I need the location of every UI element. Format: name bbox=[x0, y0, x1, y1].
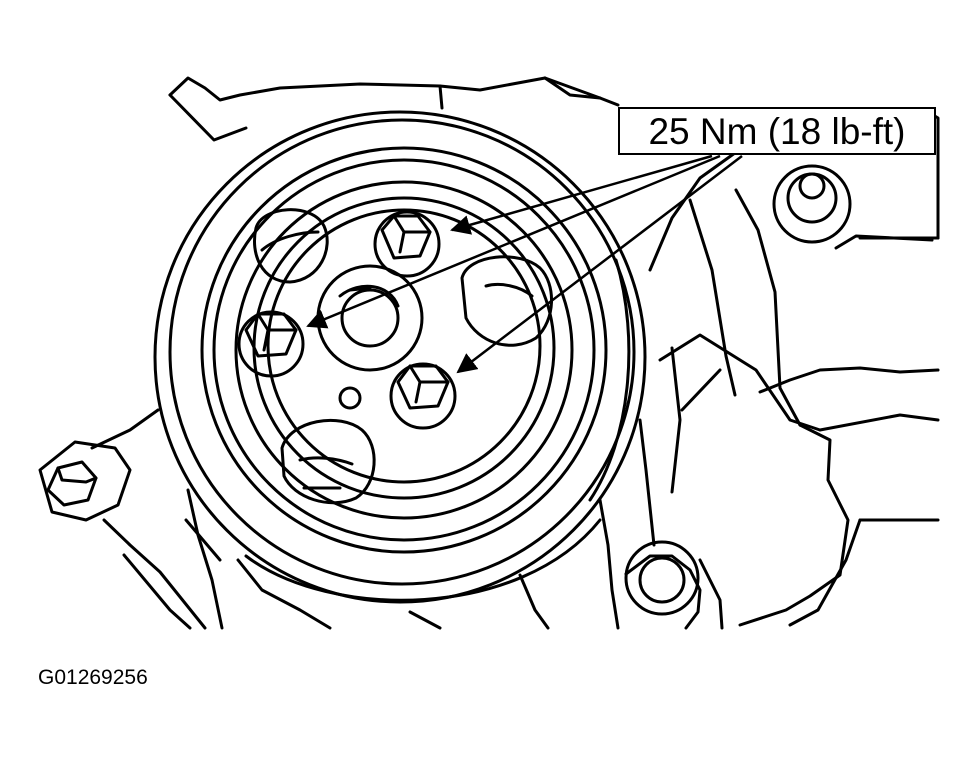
pulley bbox=[153, 110, 647, 604]
pulley-bolt-top bbox=[373, 210, 441, 278]
arrow-to-bolt-left bbox=[306, 154, 721, 329]
engine-housing-outline bbox=[90, 76, 940, 630]
lower-mounting-boss bbox=[624, 540, 700, 616]
pulley-bolt-left bbox=[237, 310, 305, 378]
pulley-bolt-bottom bbox=[389, 362, 457, 430]
figure-id: G01269256 bbox=[38, 666, 148, 689]
torque-spec-callout: 25 Nm (18 lb-ft) bbox=[618, 107, 936, 155]
housing-bolt-left bbox=[38, 440, 132, 522]
pulley-hub bbox=[316, 264, 424, 410]
arrow-to-bolt-bottom bbox=[456, 155, 743, 374]
arrow-to-bolt-top bbox=[450, 154, 713, 235]
upper-mounting-boss bbox=[772, 164, 852, 244]
